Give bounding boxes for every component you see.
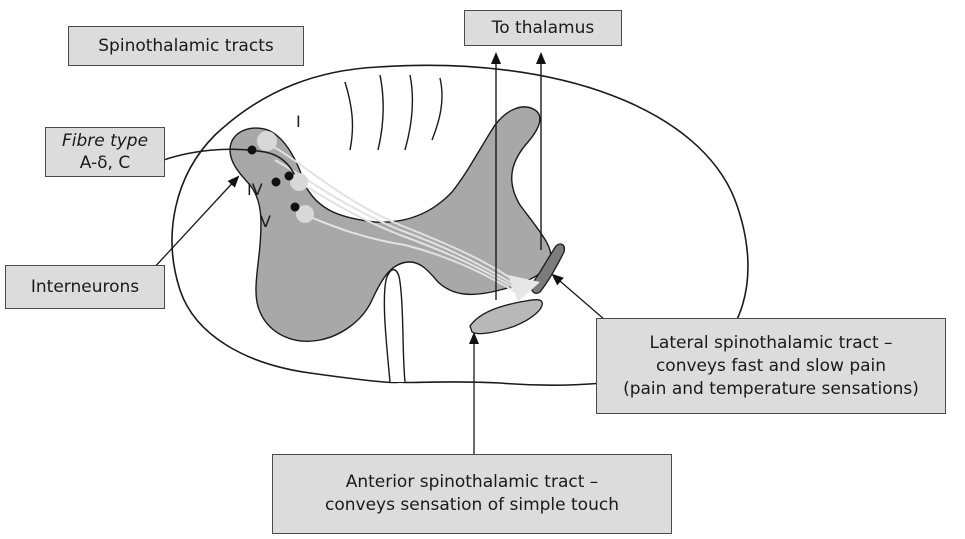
diagram-title: Spinothalamic tracts	[98, 35, 273, 58]
to-thalamus-label: To thalamus	[492, 17, 595, 40]
interneurons-label: Interneurons	[31, 276, 139, 299]
fibre-type-heading: Fibre type	[62, 130, 148, 152]
fibre-type-values: A-δ, C	[80, 152, 130, 174]
interneurons-box: Interneurons	[5, 265, 165, 309]
anterior-tract-line2: conveys sensation of simple touch	[325, 494, 619, 517]
title-box: Spinothalamic tracts	[68, 26, 304, 66]
lamina-v-label: V	[260, 212, 271, 231]
lateral-tract-line3: (pain and temperature sensations)	[623, 378, 919, 401]
lamina-i-label: I	[296, 112, 301, 131]
lateral-tract-line2: conveys fast and slow pain	[656, 355, 886, 378]
lamina-iv-label: IV	[247, 180, 263, 199]
anterior-tract-box: Anterior spinothalamic tract – conveys s…	[272, 454, 672, 534]
lateral-tract-box: Lateral spinothalamic tract – conveys fa…	[596, 318, 946, 414]
lateral-tract-line1: Lateral spinothalamic tract –	[649, 332, 892, 355]
fibre-type-box: Fibre type A-δ, C	[45, 127, 165, 177]
anterior-tract-line1: Anterior spinothalamic tract –	[346, 471, 599, 494]
to-thalamus-box: To thalamus	[464, 10, 622, 46]
